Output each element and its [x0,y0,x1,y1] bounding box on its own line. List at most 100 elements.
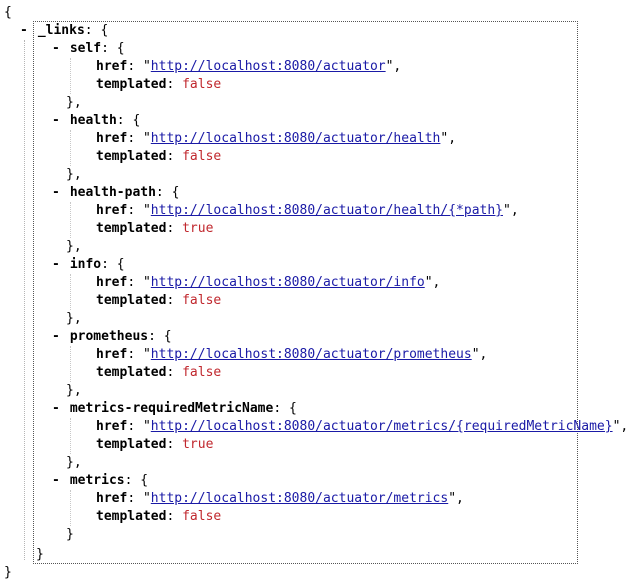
entry-colon: : { [155,185,180,200]
href-link[interactable]: http://localhost:8080/actuator/metrics [150,491,449,506]
entry-collapse-toggle[interactable]: - [52,41,60,56]
entry-collapse-toggle[interactable]: - [52,113,60,128]
templated-key: templated [96,437,167,452]
templated-colon: : [166,437,183,452]
templated-key: templated [96,221,167,236]
entry-templated-line: templated: false [96,508,221,526]
templated-colon: : [166,77,183,92]
entry-name: self [69,41,102,56]
href-key: href [96,419,128,434]
templated-value: false [182,77,222,92]
entry-indent-guide [70,202,71,238]
href-link[interactable]: http://localhost:8080/actuator/health [150,131,441,146]
entry-templated-line: templated: false [96,76,221,94]
entry-href-line: href: "http://localhost:8080/actuator", [96,58,401,76]
entry-close-brace: }, [66,167,82,182]
entry-href-line: href: "http://localhost:8080/actuator/me… [96,418,628,436]
entry-indent-guide [70,490,71,526]
entry-indent-guide [70,418,71,454]
links-key: _links [37,23,85,38]
entry-close-brace: }, [66,383,82,398]
entry-templated-line: templated: true [96,436,213,454]
href-link[interactable]: http://localhost:8080/actuator/prometheu… [150,347,472,362]
entry-indent-guide [70,274,71,310]
templated-key: templated [96,77,167,92]
entry-close-brace: } [66,527,74,542]
entry-collapse-toggle[interactable]: - [52,473,60,488]
entry-close-line: }, [66,94,82,112]
entry-header-line: - health-path: { [52,184,179,202]
links-collapse-toggle[interactable]: - [20,23,28,38]
root-close-brace-text: } [4,565,12,580]
templated-value: false [182,149,222,164]
entry-collapse-toggle[interactable]: - [52,329,60,344]
templated-value: true [182,437,214,452]
links-close-brace-text: } [36,547,44,562]
entry-header-line: - self: { [52,40,125,58]
href-link[interactable]: http://localhost:8080/actuator/metrics/{… [150,419,613,434]
entry-colon: : { [116,113,141,128]
entry-indent-guide [70,58,71,94]
href-key: href [96,275,128,290]
href-colon: : " [127,491,151,506]
root-open-brace: { [4,4,12,22]
entry-colon: : { [101,41,125,56]
templated-key: templated [96,149,167,164]
href-key: href [96,347,128,362]
href-link[interactable]: http://localhost:8080/actuator/health/{*… [150,203,503,218]
href-colon: : " [127,131,151,146]
entry-header-line: - metrics-requiredMetricName: { [52,400,297,418]
entry-href-line: href: "http://localhost:8080/actuator/pr… [96,346,487,364]
entry-header-line: - info: { [52,256,125,274]
entry-href-line: href: "http://localhost:8080/actuator/he… [96,130,456,148]
entry-close-brace: }, [66,95,82,110]
entry-collapse-toggle[interactable]: - [52,257,60,272]
entry-name: metrics [69,473,125,488]
entry-collapse-toggle[interactable]: - [52,401,60,416]
links-indent-guide [24,40,25,560]
entry-name: info [69,257,102,272]
href-close-quote: ", [424,275,441,290]
href-colon: : " [127,275,151,290]
href-colon: : " [127,419,151,434]
templated-value: false [182,509,222,524]
entry-templated-line: templated: false [96,148,221,166]
templated-value: false [182,293,222,308]
entry-close-line: }, [66,454,82,472]
templated-colon: : [166,149,183,164]
href-colon: : " [127,59,151,74]
entry-header-line: - metrics: { [52,472,148,490]
links-line: - _links: { [20,22,108,40]
links-object-box [33,21,578,564]
entry-href-line: href: "http://localhost:8080/actuator/me… [96,490,464,508]
root-open-brace-text: { [4,5,12,20]
href-link[interactable]: http://localhost:8080/actuator/info [150,275,425,290]
entry-name: prometheus [69,329,149,344]
href-colon: : " [127,347,151,362]
entry-name: health [69,113,117,128]
entry-close-line: }, [66,166,82,184]
entry-header-line: - prometheus: { [52,328,172,346]
href-link[interactable]: http://localhost:8080/actuator [150,59,386,74]
href-colon: : " [127,203,151,218]
href-close-quote: ", [448,491,464,506]
href-key: href [96,131,128,146]
templated-value: true [182,221,214,236]
templated-key: templated [96,293,167,308]
entry-close-line: }, [66,238,82,256]
href-close-quote: ", [471,347,488,362]
entry-templated-line: templated: true [96,220,213,238]
links-close-brace: } [36,546,44,564]
entry-collapse-toggle[interactable]: - [52,185,60,200]
templated-key: templated [96,509,167,524]
entry-templated-line: templated: false [96,292,221,310]
entry-close-brace: }, [66,311,82,326]
entry-colon: : { [273,401,297,416]
href-key: href [96,491,128,506]
entry-colon: : { [101,257,125,272]
href-close-quote: ", [503,203,519,218]
entry-close-line: }, [66,310,82,328]
entry-templated-line: templated: false [96,364,221,382]
entry-colon: : { [124,473,149,488]
templated-colon: : [166,293,183,308]
